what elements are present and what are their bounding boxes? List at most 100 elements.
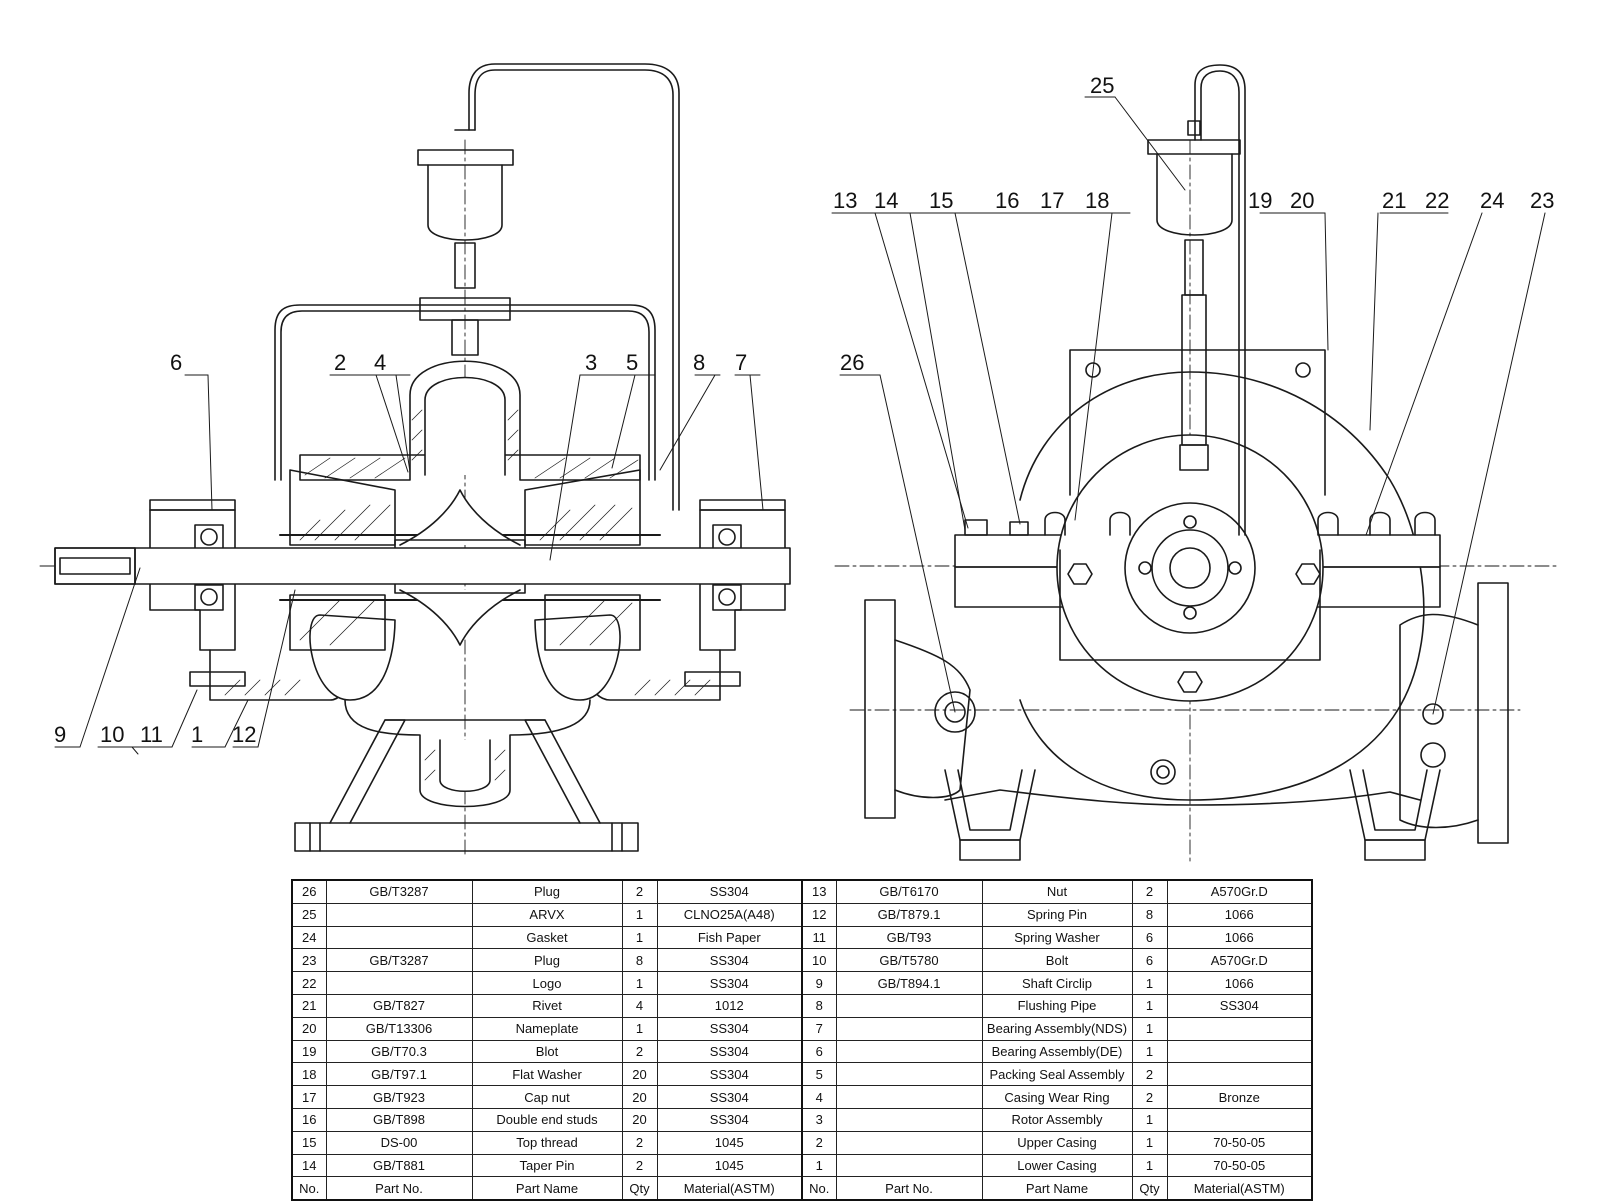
bom-no: 1 bbox=[801, 1153, 837, 1178]
bom-qty: 1 bbox=[621, 1016, 658, 1041]
bom-part-no bbox=[835, 1062, 983, 1087]
bom-part-no bbox=[325, 902, 473, 927]
bom-qty: 1 bbox=[621, 925, 658, 950]
bom-part-no bbox=[835, 1016, 983, 1041]
bom-qty: 2 bbox=[621, 879, 658, 904]
callout-4: 4 bbox=[374, 350, 386, 375]
header-material: Material(ASTM) bbox=[1166, 1176, 1313, 1201]
bom-qty: 1 bbox=[1131, 1016, 1168, 1041]
header-no: No. bbox=[291, 1176, 327, 1201]
bom-no: 23 bbox=[291, 948, 327, 973]
bom-qty: 1 bbox=[1131, 1130, 1168, 1155]
bom-material: SS304 bbox=[656, 1016, 803, 1041]
bom-qty: 2 bbox=[1131, 879, 1168, 904]
bom-part-name: Bolt bbox=[981, 948, 1133, 973]
callout-25: 25 bbox=[1090, 73, 1114, 98]
bom-material: 1066 bbox=[1166, 925, 1313, 950]
callout-9: 9 bbox=[54, 722, 66, 747]
bom-material: SS304 bbox=[656, 971, 803, 995]
bom-no: 17 bbox=[291, 1085, 327, 1109]
bom-material: 1045 bbox=[656, 1130, 803, 1155]
bom-qty: 4 bbox=[621, 993, 658, 1018]
bom-qty: 8 bbox=[1131, 902, 1168, 927]
bom-material: SS304 bbox=[656, 1039, 803, 1064]
bom-qty: 20 bbox=[621, 1107, 658, 1132]
bom-no: 15 bbox=[291, 1130, 327, 1155]
header-qty: Qty bbox=[1131, 1176, 1168, 1201]
bom-qty: 2 bbox=[621, 1130, 658, 1155]
bom-material: SS304 bbox=[1166, 993, 1313, 1018]
callout-numbers: 6 2 4 3 5 8 7 9 10 11 1 12 25 13 14 15 1… bbox=[54, 73, 1554, 747]
bom-part-name: Plug bbox=[471, 879, 623, 904]
bom-material: SS304 bbox=[656, 1085, 803, 1109]
callout-20: 20 bbox=[1290, 188, 1314, 213]
bom-part-name: Top thread bbox=[471, 1130, 623, 1155]
bom-part-no: GB/T3287 bbox=[325, 879, 473, 904]
bom-part-name: Upper Casing bbox=[981, 1130, 1133, 1155]
bom-part-name: Rivet bbox=[471, 993, 623, 1018]
bom-part-no: GB/T3287 bbox=[325, 948, 473, 973]
callout-16: 16 bbox=[995, 188, 1019, 213]
bom-part-no: GB/T827 bbox=[325, 993, 473, 1018]
bom-part-no: GB/T5780 bbox=[835, 948, 983, 973]
bom-part-name: Double end studs bbox=[471, 1107, 623, 1132]
bom-material: 1012 bbox=[656, 993, 803, 1018]
bom-part-name: Spring Washer bbox=[981, 925, 1133, 950]
bom-part-no bbox=[835, 1039, 983, 1064]
bom-no: 4 bbox=[801, 1085, 837, 1109]
bom-no: 5 bbox=[801, 1062, 837, 1087]
callout-8: 8 bbox=[693, 350, 705, 375]
bom-part-name: Nameplate bbox=[471, 1016, 623, 1041]
bom-material: SS304 bbox=[656, 1107, 803, 1132]
bom-material: SS304 bbox=[656, 948, 803, 973]
bom-part-no: GB/T70.3 bbox=[325, 1039, 473, 1064]
bom-qty: 2 bbox=[1131, 1062, 1168, 1087]
bom-material: Fish Paper bbox=[656, 925, 803, 950]
bom-part-no bbox=[835, 1153, 983, 1178]
bom-no: 22 bbox=[291, 971, 327, 995]
callout-22: 22 bbox=[1425, 188, 1449, 213]
bom-part-name: Bearing Assembly(NDS) bbox=[981, 1016, 1133, 1041]
callout-13: 13 bbox=[833, 188, 857, 213]
callout-5: 5 bbox=[626, 350, 638, 375]
bom-qty: 1 bbox=[1131, 1039, 1168, 1064]
callout-15: 15 bbox=[929, 188, 953, 213]
bom-qty: 6 bbox=[1131, 925, 1168, 950]
bom-part-name: Plug bbox=[471, 948, 623, 973]
bom-material: 70-50-05 bbox=[1166, 1130, 1313, 1155]
bom-part-name: Flat Washer bbox=[471, 1062, 623, 1087]
bom-part-name: Gasket bbox=[471, 925, 623, 950]
bom-part-no bbox=[835, 1130, 983, 1155]
bom-material bbox=[1166, 1107, 1313, 1132]
bom-no: 24 bbox=[291, 925, 327, 950]
callout-23: 23 bbox=[1530, 188, 1554, 213]
callout-26: 26 bbox=[840, 350, 864, 375]
bom-no: 9 bbox=[801, 971, 837, 995]
bom-material: 1066 bbox=[1166, 971, 1313, 995]
bom-material: Bronze bbox=[1166, 1085, 1313, 1109]
bom-part-name: Shaft Circlip bbox=[981, 971, 1133, 995]
bom-material bbox=[1166, 1039, 1313, 1064]
bom-material bbox=[1166, 1062, 1313, 1087]
end-view bbox=[834, 64, 1561, 863]
callout-3: 3 bbox=[585, 350, 597, 375]
bom-no: 7 bbox=[801, 1016, 837, 1041]
bom-part-name: Cap nut bbox=[471, 1085, 623, 1109]
bom-part-name: Blot bbox=[471, 1039, 623, 1064]
callout-10: 10 bbox=[100, 722, 124, 747]
bom-part-name: ARVX bbox=[471, 902, 623, 927]
bom-material: SS304 bbox=[656, 879, 803, 904]
bom-part-name: Rotor Assembly bbox=[981, 1107, 1133, 1132]
bom-part-no bbox=[325, 971, 473, 995]
callout-11: 11 bbox=[140, 722, 163, 747]
